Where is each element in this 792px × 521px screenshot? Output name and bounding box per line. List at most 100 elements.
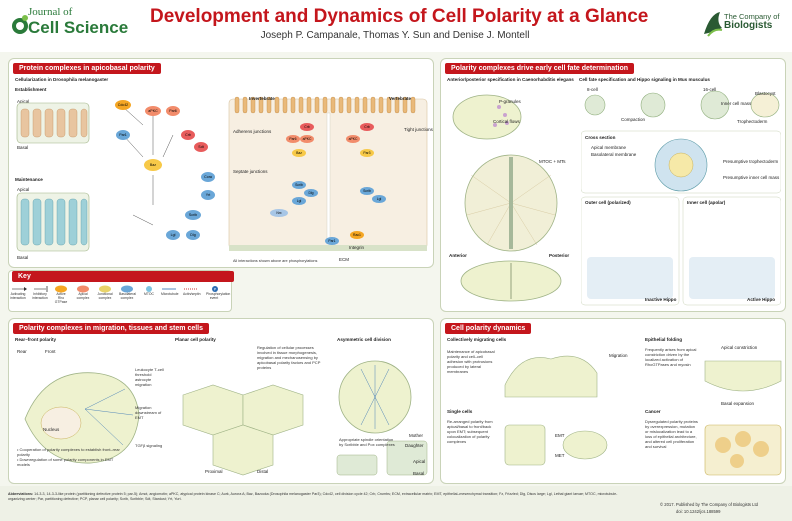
compaction-label: Compaction (621, 117, 646, 122)
key-symbols: P (12, 285, 218, 293)
asym-basal-label: Basal (413, 471, 425, 476)
celegans-zygote-diagram (452, 94, 562, 302)
cellularization-diagram (16, 102, 90, 252)
par6-j-node (286, 135, 300, 143)
par6-node-label: Par6 (169, 109, 177, 113)
key-inhibitory: Inhibitory interaction (32, 292, 48, 300)
posterior-label: Posterior (549, 253, 570, 258)
sdt-node-label: Sdt (198, 145, 203, 149)
celegans-subtitle: Anterior/posterior specification in Caen… (447, 77, 574, 82)
mother-label: Mother (409, 433, 424, 438)
basolateral-membrane-label: Basolateral membrane (591, 152, 637, 157)
crb-v-node-label: Crb (364, 125, 370, 129)
epithelial-folding-diagram (704, 360, 782, 392)
met-label: MET (555, 453, 565, 458)
crb-v-node (360, 123, 374, 131)
emt-label: EMT (555, 433, 565, 438)
cross-section-label: Cross section (585, 135, 616, 140)
front-label: Front (45, 349, 56, 354)
sdt-node (194, 142, 208, 152)
scrib-v-node-label: Scrib (363, 189, 371, 193)
nrx-node-label: Nrx (276, 211, 282, 215)
cooperation-note: • Cooperation of polarity complexes to e… (17, 447, 120, 467)
crb-j-node-label: Crb (304, 125, 310, 129)
dlg-node (186, 230, 200, 240)
crb-j-node (300, 123, 314, 131)
dlg-node-label: Dlg (190, 233, 195, 237)
key-title: Key (12, 271, 234, 282)
panel-cell-fate: Polarity complexes drive early cell fate… (440, 58, 786, 312)
junctions-diagram: Crb Par6 aPKC Baz Scrib Dlg Lgl Nrx Rac1… (228, 96, 428, 251)
publisher-line2: Biologists (724, 20, 773, 31)
key-junctional-complex: Junctional complex (97, 292, 113, 300)
apkc-j-node (300, 135, 314, 143)
journal-name-line2: Cell Science (28, 18, 129, 37)
adherens-label: Adherens junctions (233, 129, 272, 134)
nrx-node (270, 209, 288, 217)
dlg-j-node (304, 189, 318, 197)
inactive-hippo-label: Inactive Hippo (645, 297, 677, 302)
scrib-j-node (292, 181, 306, 189)
journal-name-line1: Journal of (28, 6, 73, 18)
establishment-network: Cdc42 aPKC Par6 Baz Crb Sdt Par1 Lgl Scr… (115, 100, 215, 240)
key-active-rho: Active Rho GTPase (54, 292, 68, 304)
leukocyte-note: Leukocyte T-cell threshold astrocyte mig… (135, 367, 164, 387)
presumptive-icm-label: Presumptive inner cell mass (723, 175, 780, 180)
rac1-node (350, 231, 364, 239)
key-mtoc: MTOC (144, 292, 154, 296)
tight-label: Tight junctions (404, 127, 433, 132)
trophectoderm-label: Trophectoderm (737, 119, 768, 124)
eight-cell-label: 8-cell (587, 87, 598, 92)
yrt-node (201, 190, 215, 200)
abbreviations-label: Abbreviations: (8, 492, 34, 496)
baz-node (144, 159, 162, 171)
maintenance-label: Maintenance (15, 177, 43, 182)
sixteen-cell-label: 16-cell (703, 87, 717, 92)
cdc42-node (115, 100, 131, 110)
apical-label-1: Apical (17, 99, 30, 104)
par6-node (166, 106, 180, 116)
authors: Joseph P. Campanale, Thomas Y. Sun and D… (260, 30, 530, 41)
basal-expansion-label: Basal expansion (721, 401, 755, 406)
crb-node-label: Crb (185, 133, 191, 137)
scrib-v-node (360, 187, 374, 195)
apical-membrane-label: Apical membrane (591, 145, 627, 150)
distal-label: Distal (257, 469, 269, 474)
abbreviations-text: 14-3-3, 14-3-3-like protein (partitionin… (8, 492, 618, 501)
inner-cell-mass-label: Inner cell mass (721, 101, 752, 106)
poster-title: Development and Dynamics of Cell Polarit… (150, 6, 649, 27)
emt-diagram (504, 424, 608, 466)
blastocyst-label: Blastocyst (755, 91, 776, 96)
yrt-node-label: Yrt (206, 193, 211, 197)
migration-arrow-label: Migration (609, 353, 628, 358)
panel-migration: Polarity complexes in migration, tissues… (8, 318, 434, 484)
par6-j-node-label: Par6 (289, 137, 296, 141)
lgl-node (166, 230, 180, 240)
panel-dynamics: Cell polarity dynamics Collectively migr… (440, 318, 786, 484)
invertebrate-label: Invertebrate (249, 96, 275, 101)
front-rear-label: Rear–front polarity (15, 337, 57, 342)
cancer-note: Dysregulated polarity proteins by overex… (645, 419, 698, 449)
lgl-v-node (372, 195, 386, 203)
lgl-j-node-label: Lgl (297, 199, 302, 203)
cancer-label: Cancer (645, 409, 661, 414)
asymmetric-division-diagram (336, 360, 428, 476)
baz-node-label: Baz (150, 163, 156, 167)
publisher-logo (704, 12, 723, 37)
par3-v-node (360, 149, 374, 157)
doi: doi: 10.1242/jcs.188599 (676, 509, 721, 514)
key-actin: Actin/septin (183, 292, 201, 296)
vertebrate-label: Vertebrate (389, 96, 412, 101)
rac1-node-label: Rac1 (353, 233, 361, 237)
single-cells-label: Single cells (447, 409, 473, 414)
lgl-v-node-label: Lgl (377, 197, 382, 201)
mtoc-label: MTOC + MTs (539, 159, 566, 164)
daughter-label: Daughter (405, 443, 424, 448)
apical-label-2: Apical (17, 187, 30, 192)
par1-j-node (325, 237, 339, 245)
migrating-cell-diagram (24, 372, 140, 464)
establishment-label: Establishment (15, 87, 47, 92)
apkc-v-node-label: aPKC (349, 137, 358, 141)
septate-label: Septate junctions (233, 169, 268, 174)
